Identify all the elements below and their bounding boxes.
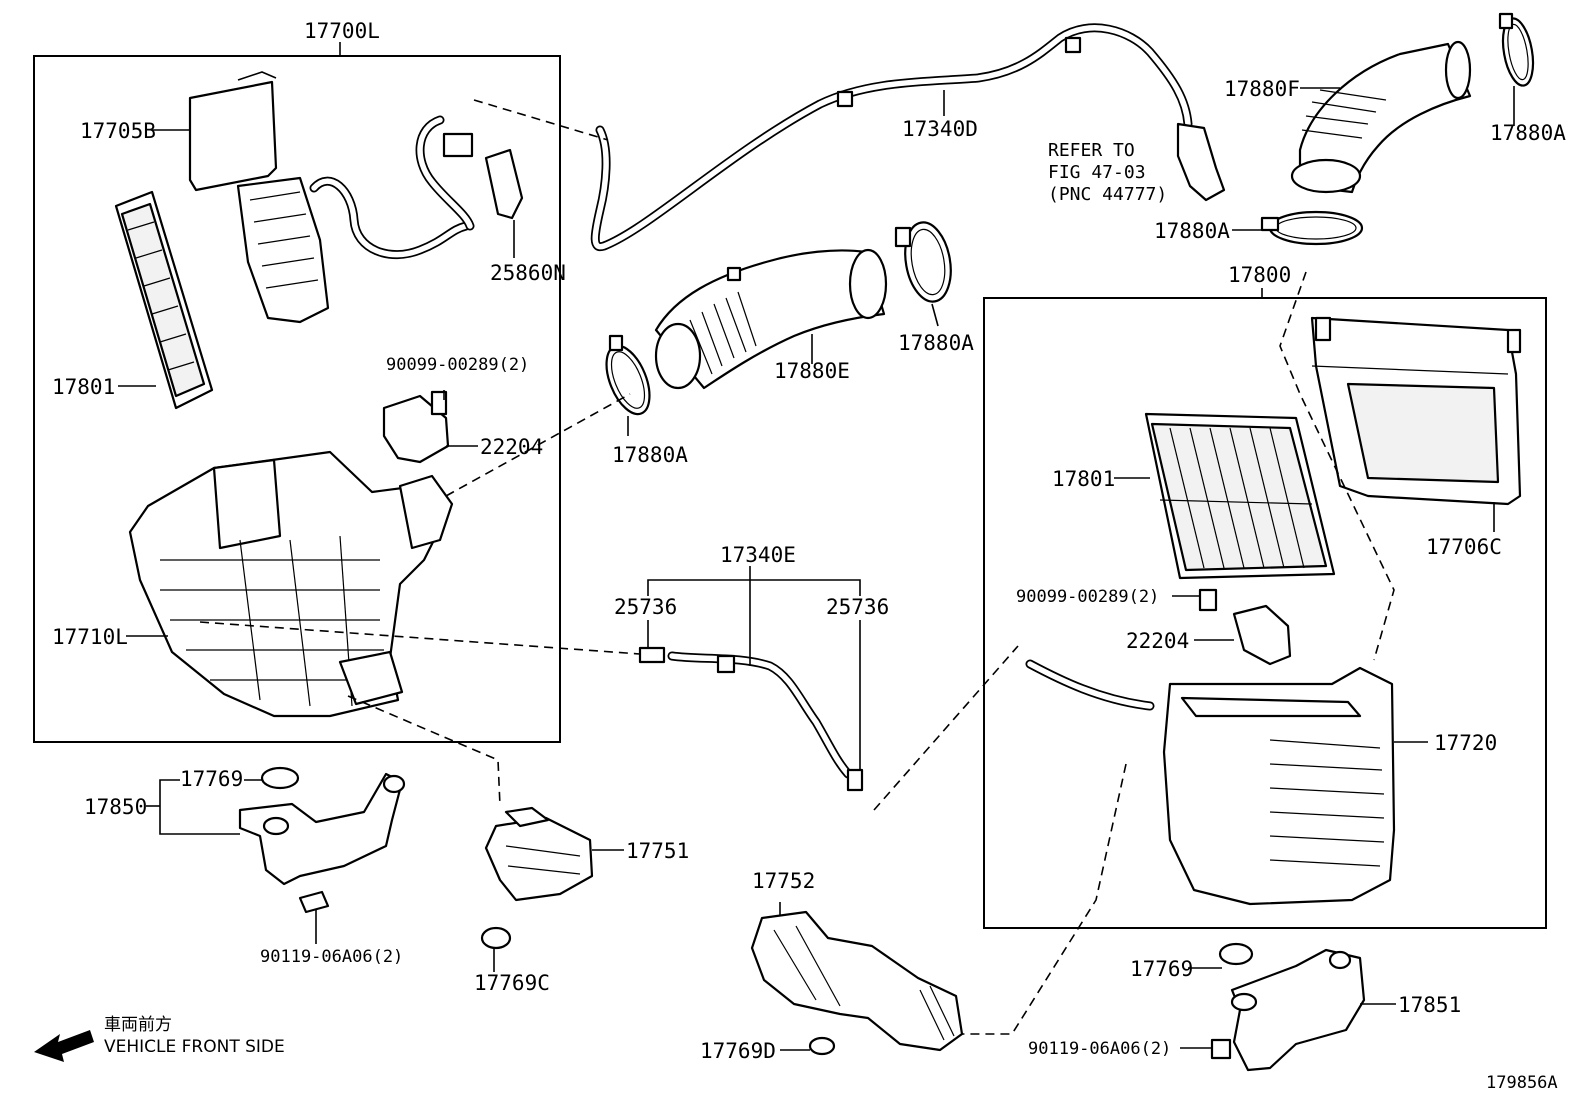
reference-note-line-2: FIG 47-03	[1048, 162, 1146, 183]
callout-22204-left: 22204	[480, 435, 543, 459]
callout-17340d: 17340D	[902, 117, 978, 141]
callout-17706c: 17706C	[1426, 535, 1502, 559]
callout-17700l: 17700L	[304, 19, 380, 43]
callout-labels: 17700L 17705B 17801 25860N 90099-00289(2…	[52, 19, 1566, 1093]
part-17851-shape	[1210, 942, 1366, 1072]
callout-17769-left: 17769	[180, 767, 243, 791]
callout-17751: 17751	[626, 839, 689, 863]
part-17880e-shape	[654, 248, 888, 390]
part-17340d-shape	[590, 23, 1226, 252]
part-22204-left-shape	[382, 390, 450, 464]
callout-90099-00289-left: 90099-00289(2)	[386, 355, 529, 375]
callout-17880a-upper: 17880A	[1154, 219, 1230, 243]
vehicle-front-label-jp: 車両前方	[104, 1015, 172, 1035]
part-17340e-shape	[638, 646, 864, 792]
callout-25860n: 25860N	[490, 261, 566, 285]
callout-17880a-top-right: 17880A	[1490, 121, 1566, 145]
callout-25736-left: 25736	[614, 595, 677, 619]
callout-17705b: 17705B	[80, 119, 156, 143]
callout-17800: 17800	[1228, 263, 1291, 287]
leader-lines	[118, 42, 1515, 1051]
assembly-frame-17700l	[33, 55, 561, 743]
part-17880f-shape	[1290, 40, 1472, 194]
callout-90119-06a06-left: 90119-06A06(2)	[260, 947, 403, 967]
part-17752-shape	[750, 910, 964, 1056]
callout-90099-00289-right: 90099-00289(2)	[1016, 587, 1159, 607]
callout-17850: 17850	[84, 795, 147, 819]
callout-17801-right: 17801	[1052, 467, 1115, 491]
callout-17801-left: 17801	[52, 375, 115, 399]
part-25860n-shape	[309, 115, 524, 259]
part-17880a-clamp-shape-1	[605, 334, 651, 416]
callout-90119-06a06-right: 90119-06A06(2)	[1028, 1039, 1171, 1059]
callout-17880a-mid: 17880A	[898, 331, 974, 355]
part-17801-right-shape	[1144, 412, 1336, 580]
callout-17851: 17851	[1398, 993, 1461, 1017]
callout-17880f: 17880F	[1224, 77, 1300, 101]
part-17880a-clamp-shape-2	[894, 221, 952, 303]
callout-17769d: 17769D	[700, 1039, 776, 1063]
callout-17769-right: 17769	[1130, 957, 1193, 981]
callout-17880e: 17880E	[774, 359, 850, 383]
assembly-frame-17800	[983, 297, 1547, 929]
part-17850-shape	[238, 766, 406, 944]
part-17751-shape	[480, 806, 594, 950]
part-17880a-clamp-shape-4	[1260, 210, 1364, 246]
part-17880a-clamp-shape-3	[1498, 12, 1535, 87]
figure-number: 179856A	[1486, 1073, 1558, 1093]
reference-note-line-3: (PNC 44777)	[1048, 184, 1167, 205]
callout-17752: 17752	[752, 869, 815, 893]
callout-25736-right: 25736	[826, 595, 889, 619]
vehicle-front-arrow-icon	[34, 1030, 94, 1062]
callout-22204-right: 22204	[1126, 629, 1189, 653]
callout-17880a-left: 17880A	[612, 443, 688, 467]
connection-lines	[199, 99, 1395, 1035]
part-17720-shape	[1025, 659, 1396, 906]
callout-17710l: 17710L	[52, 625, 128, 649]
part-17710l-shape	[128, 450, 454, 718]
part-17706c-shape	[1310, 316, 1522, 506]
callout-17340e: 17340E	[720, 543, 796, 567]
part-17801-left-shape	[114, 190, 214, 410]
callout-17769c: 17769C	[474, 971, 550, 995]
reference-note-line-1: REFER TO	[1048, 140, 1135, 161]
part-22204-right-shape	[1198, 588, 1292, 666]
callout-17720: 17720	[1434, 731, 1497, 755]
vehicle-front-label-en: VEHICLE FRONT SIDE	[104, 1037, 285, 1057]
part-17705b-shape	[188, 71, 330, 324]
